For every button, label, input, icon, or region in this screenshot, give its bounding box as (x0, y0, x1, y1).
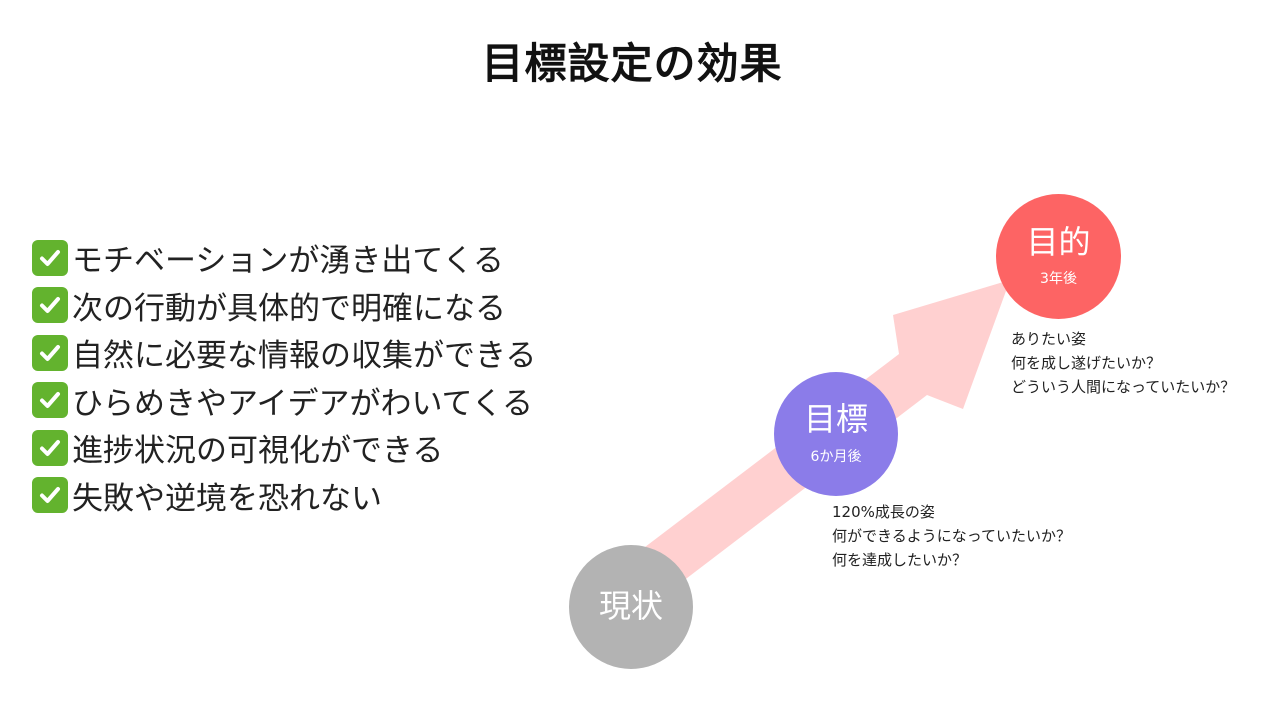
purpose-label: 目的 (1026, 222, 1091, 261)
purpose-timeframe: 3年後 (1040, 271, 1077, 288)
benefit-text: ひらめきやアイデアがわいてくる (72, 385, 533, 422)
benefit-item: 進捗状況の可視化ができる (32, 424, 536, 472)
page-title: 目標設定の効果 (481, 39, 783, 88)
benefit-item: 失敗や逆境を恐れない (32, 472, 536, 520)
goal-note: 何ができるようになっていたいか？ (832, 527, 1071, 545)
check-mark-icon (32, 429, 68, 466)
goal-notes: 120%成長の姿 何ができるようになっていたいか？ 何を達成したいか？ (832, 500, 1071, 572)
check-mark-icon (32, 239, 68, 276)
benefit-text: 進捗状況の可視化ができる (72, 433, 444, 470)
benefit-item: 次の行動が具体的で明確になる (32, 282, 536, 330)
purpose-circle: 目的 3年後 (996, 194, 1121, 319)
goal-timeframe: 6か月後 (810, 448, 862, 465)
current-state-circle: 現状 (569, 545, 693, 669)
benefit-item: ひらめきやアイデアがわいてくる (32, 377, 536, 425)
goal-note: 何を達成したいか？ (832, 551, 968, 569)
benefit-text: 次の行動が具体的で明確になる (72, 290, 506, 327)
check-mark-icon (32, 334, 68, 371)
goal-note: 120%成長の姿 (832, 503, 935, 521)
benefit-text: 自然に必要な情報の収集ができる (72, 338, 537, 375)
purpose-note: どういう人間になっていたいか？ (1011, 378, 1236, 396)
check-mark-icon (32, 287, 68, 324)
goal-label: 目標 (803, 400, 868, 439)
benefit-text: モチベーションが湧き出てくる (72, 243, 504, 280)
benefit-item: モチベーションが湧き出てくる (32, 234, 536, 282)
goal-circle: 目標 6か月後 (774, 372, 898, 496)
benefit-list: モチベーションが湧き出てくる 次の行動が具体的で明確になる 自然に必要な情報の収… (32, 234, 536, 519)
check-mark-icon (32, 382, 68, 419)
purpose-note: ありたい姿 (1011, 330, 1087, 348)
check-mark-icon (32, 477, 68, 514)
benefit-item: 自然に必要な情報の収集ができる (32, 329, 536, 377)
current-state-label: 現状 (598, 587, 663, 626)
purpose-notes: ありたい姿 何を成し遂げたいか？ どういう人間になっていたいか？ (1011, 327, 1235, 399)
benefit-text: 失敗や逆境を恐れない (72, 480, 382, 517)
purpose-note: 何を成し遂げたいか？ (1011, 354, 1162, 372)
